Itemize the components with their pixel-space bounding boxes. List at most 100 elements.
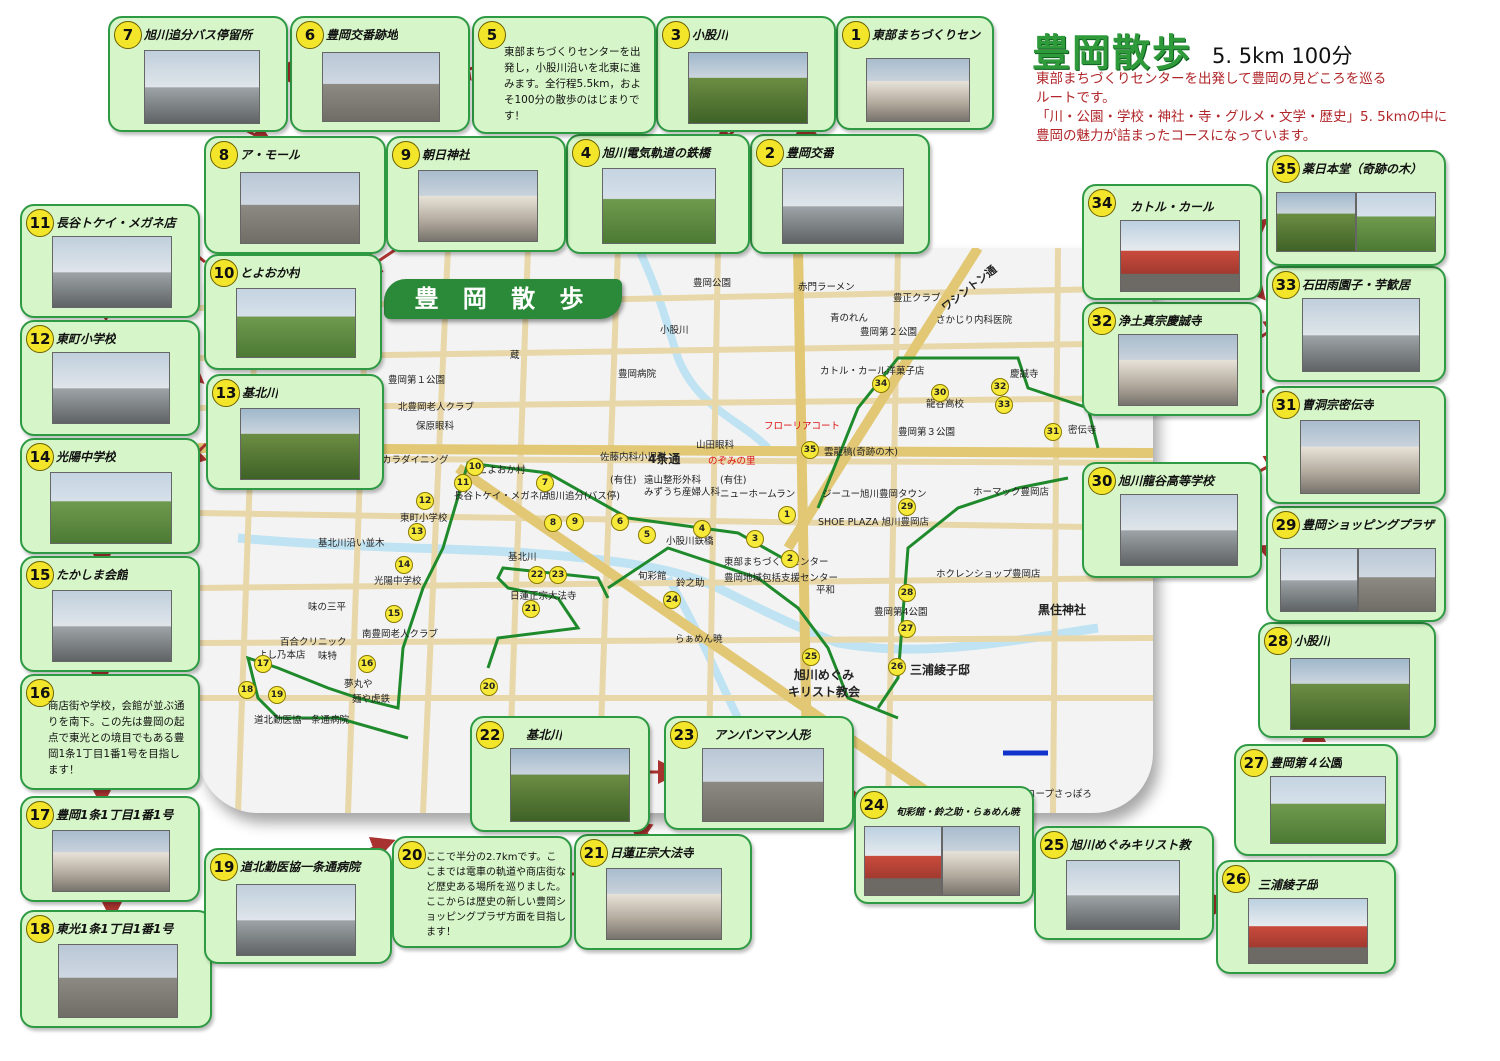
stop-number: 24 bbox=[860, 791, 888, 819]
map-label: らぁめん暁 bbox=[675, 634, 723, 645]
map-label: 佐藤内科小児科 bbox=[600, 452, 667, 463]
stop-card-7[interactable]: 7 旭川追分バス停留所 bbox=[108, 16, 288, 132]
stop-card-14[interactable]: 14 光陽中学校 bbox=[20, 438, 200, 554]
map-pin-27[interactable]: 27 bbox=[898, 620, 916, 638]
map-pin-4[interactable]: 4 bbox=[693, 520, 711, 538]
map-label: 雲龍稿(奇跡の木) bbox=[824, 447, 898, 458]
stop-card-28[interactable]: 28 小股川 bbox=[1258, 622, 1436, 738]
map-label: 日蓮正宗大法寺 bbox=[510, 591, 577, 602]
stop-card-8[interactable]: 8 ア・モール bbox=[204, 136, 386, 254]
stop-photo bbox=[782, 168, 904, 244]
map-pin-17[interactable]: 17 bbox=[254, 655, 272, 673]
map-pin-8[interactable]: 8 bbox=[544, 514, 562, 532]
map-pin-22[interactable]: 22 bbox=[528, 566, 546, 584]
stop-card-33[interactable]: 33 石田雨園子・芋歓居 bbox=[1266, 266, 1446, 382]
map-pin-13[interactable]: 13 bbox=[408, 523, 426, 541]
stop-photo bbox=[1248, 898, 1368, 964]
map-pin-29[interactable]: 29 bbox=[898, 498, 916, 516]
map-pin-12[interactable]: 12 bbox=[416, 492, 434, 510]
map-pin-1[interactable]: 1 bbox=[778, 506, 796, 524]
stop-card-17[interactable]: 17 豊岡1条1丁目1番1号 bbox=[20, 796, 200, 902]
stop-card-16[interactable]: 16 商店街や学校，会館が並ぶ通りを南下。この先は豊岡の起点で東光との境目でもあ… bbox=[20, 674, 200, 790]
stop-title: 旬彩館・鈴之助・らぁめん暁 bbox=[896, 807, 1020, 818]
stop-card-34[interactable]: 34 カトル・カール bbox=[1082, 184, 1262, 300]
stop-card-3[interactable]: 3 小股川 bbox=[656, 16, 836, 132]
map-pin-14[interactable]: 14 bbox=[395, 556, 413, 574]
stop-card-13[interactable]: 13 基北川 bbox=[206, 374, 384, 490]
map-pin-3[interactable]: 3 bbox=[746, 530, 764, 548]
map-pin-20[interactable]: 20 bbox=[480, 678, 498, 696]
map-pin-15[interactable]: 15 bbox=[385, 605, 403, 623]
map-pin-24[interactable]: 24 bbox=[663, 591, 681, 609]
stop-photo bbox=[1120, 494, 1238, 566]
stop-card-24[interactable]: 24 旬彩館・鈴之助・らぁめん暁 bbox=[854, 786, 1034, 904]
route-description: 東部まちづくりセンターを出発して豊岡の見どころを巡る ルートです。 「川・公園・… bbox=[1036, 70, 1447, 146]
stop-card-2[interactable]: 2 豊岡交番 bbox=[750, 134, 930, 254]
stop-title: カトル・カール bbox=[1130, 200, 1215, 214]
stop-card-30[interactable]: 30 旭川龍谷高等学校 bbox=[1082, 462, 1262, 578]
stop-number: 30 bbox=[1088, 467, 1116, 495]
map-pin-5[interactable]: 5 bbox=[638, 526, 656, 544]
stop-photo bbox=[1270, 776, 1386, 844]
stop-number: 17 bbox=[26, 801, 54, 829]
map-pin-9[interactable]: 9 bbox=[566, 513, 584, 531]
map-label: 保原眼科 bbox=[416, 421, 455, 432]
map-pin-18[interactable]: 18 bbox=[238, 681, 256, 699]
stop-card-19[interactable]: 19 道北勤医協一条通病院 bbox=[204, 848, 392, 964]
stop-card-9[interactable]: 9 朝日神社 bbox=[386, 136, 566, 252]
stop-card-27[interactable]: 27 豊岡第４公園 bbox=[1234, 744, 1398, 856]
stop-card-22[interactable]: 22 基北川 bbox=[470, 716, 650, 832]
map-label: 基北川沿い並木 bbox=[318, 538, 385, 549]
stop-card-5[interactable]: 5 東部まちづくりセンターを出発し，小股川沿いを北東に進みます。全行程5.5km… bbox=[472, 16, 656, 134]
map-pin-35[interactable]: 35 bbox=[801, 441, 819, 459]
stop-photo bbox=[1356, 192, 1436, 252]
stop-card-20[interactable]: 20 ここで半分の2.7kmです。ここまでは電車の軌道や商店街など歴史ある場所を… bbox=[392, 836, 572, 948]
map-pin-31[interactable]: 31 bbox=[1044, 423, 1062, 441]
stop-card-29[interactable]: 29 豊岡ショッピングプラザ bbox=[1266, 506, 1446, 622]
stop-card-1[interactable]: 1 東部まちづくりセン bbox=[836, 16, 994, 130]
map-pin-34[interactable]: 34 bbox=[872, 375, 890, 393]
stop-card-21[interactable]: 21 日蓮正宗大法寺 bbox=[574, 834, 752, 950]
map-pin-6[interactable]: 6 bbox=[611, 513, 629, 531]
stop-title: 道北勤医協一条通病院 bbox=[240, 860, 361, 874]
stop-card-10[interactable]: 10 とよおか村 bbox=[204, 254, 382, 370]
map-label: 平和 bbox=[816, 585, 836, 596]
stop-card-26[interactable]: 26 三浦綾子邸 bbox=[1216, 860, 1396, 974]
map-pin-19[interactable]: 19 bbox=[268, 686, 286, 704]
map-label: 4条通 bbox=[648, 452, 681, 466]
stop-card-35[interactable]: 35 薬日本堂（奇跡の木） bbox=[1266, 150, 1446, 266]
map-label: カラダイニング bbox=[382, 455, 449, 466]
stop-card-15[interactable]: 15 たかしま会館 bbox=[20, 556, 200, 672]
stop-card-23[interactable]: 23 アンパンマン人形 bbox=[664, 716, 854, 830]
stop-card-31[interactable]: 31 曹洞宗密伝寺 bbox=[1266, 386, 1446, 504]
map-pin-26[interactable]: 26 bbox=[888, 658, 906, 676]
map-pin-21[interactable]: 21 bbox=[522, 600, 540, 618]
map-pin-30[interactable]: 30 bbox=[931, 384, 949, 402]
stop-card-25[interactable]: 25 旭川めぐみキリスト教 bbox=[1034, 826, 1214, 940]
map-pin-25[interactable]: 25 bbox=[802, 648, 820, 666]
stop-photo bbox=[942, 826, 1020, 896]
map-label: (有住) bbox=[720, 475, 747, 486]
stop-card-18[interactable]: 18 東光1条1丁目1番1号 bbox=[20, 910, 212, 1028]
map-pin-28[interactable]: 28 bbox=[898, 584, 916, 602]
stop-card-32[interactable]: 32 浄土真宗慶誠寺 bbox=[1082, 302, 1262, 416]
stop-card-11[interactable]: 11 長谷トケイ・メガネ店 bbox=[20, 204, 200, 318]
map-label: コープさっぽろ bbox=[1026, 789, 1092, 800]
stop-card-12[interactable]: 12 東町小学校 bbox=[20, 320, 200, 436]
map-pin-23[interactable]: 23 bbox=[549, 566, 567, 584]
map-pin-32[interactable]: 32 bbox=[991, 378, 1009, 396]
map-banner: 豊 岡 散 歩 bbox=[384, 279, 622, 319]
map-pin-7[interactable]: 7 bbox=[536, 474, 554, 492]
map-pin-11[interactable]: 11 bbox=[454, 474, 472, 492]
stop-card-4[interactable]: 4 旭川電気軌道の鉄橋 bbox=[566, 134, 750, 254]
map-pin-33[interactable]: 33 bbox=[995, 396, 1013, 414]
stop-card-6[interactable]: 6 豊岡交番跡地 bbox=[290, 16, 470, 132]
map-pin-16[interactable]: 16 bbox=[358, 655, 376, 673]
map-pin-2[interactable]: 2 bbox=[781, 550, 799, 568]
map-pin-10[interactable]: 10 bbox=[466, 458, 484, 476]
stop-number: 21 bbox=[580, 839, 608, 867]
stop-photo bbox=[236, 884, 356, 956]
stop-number: 7 bbox=[114, 21, 142, 49]
stop-title: 曹洞宗密伝寺 bbox=[1302, 398, 1375, 412]
stop-title: 豊岡交番跡地 bbox=[326, 28, 399, 42]
